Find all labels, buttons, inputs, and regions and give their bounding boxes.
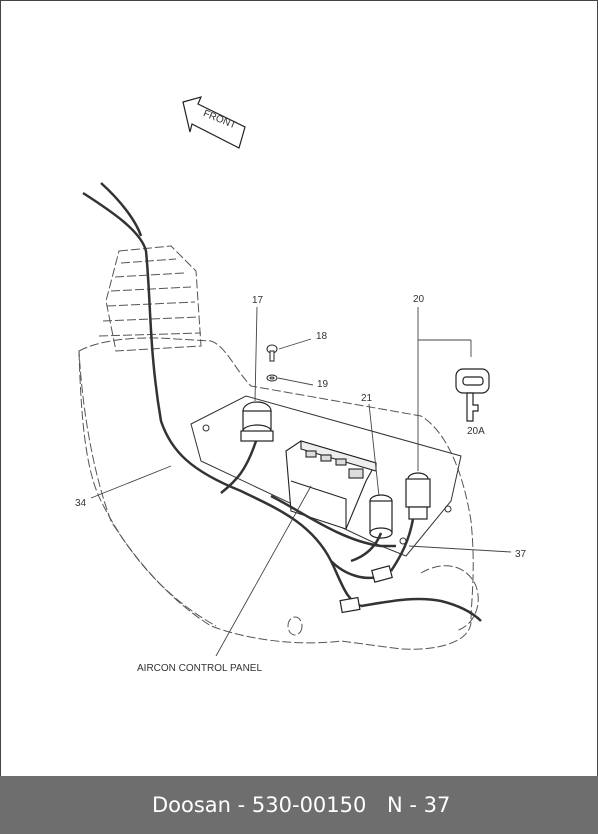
aircon-control-panel xyxy=(285,440,377,530)
footer-part-number: Doosan - 530-00150 xyxy=(152,793,367,817)
starter-switch-20 xyxy=(405,472,431,520)
callout-19: 19 xyxy=(317,379,329,390)
parts-diagram: FRONT xyxy=(75,96,527,674)
callout-37: 37 xyxy=(515,549,527,560)
footer-page-code: N - 37 xyxy=(387,793,451,817)
leader-lines xyxy=(90,306,512,657)
wire-harness-34 xyxy=(82,182,482,622)
console-body xyxy=(78,245,479,650)
washer-19 xyxy=(266,374,278,382)
callout-20a: 20A xyxy=(467,426,485,437)
connectors xyxy=(339,565,393,614)
switch-17 xyxy=(240,401,274,442)
key-20a xyxy=(455,368,490,422)
callout-21: 21 xyxy=(361,393,373,404)
diagram-frame: FRONT xyxy=(0,0,598,777)
callout-17: 17 xyxy=(252,295,264,306)
cigar-lighter-21 xyxy=(369,494,393,539)
callout-20: 20 xyxy=(413,294,425,305)
page-footer: Doosan - 530-00150 N - 37 xyxy=(0,776,598,834)
aircon-control-panel-label: AIRCON CONTROL PANEL xyxy=(137,663,262,674)
callout-34: 34 xyxy=(75,498,87,509)
screw-18 xyxy=(266,344,278,362)
callout-labels: 17 18 19 20 20A 21 34 37 AIRCON CONTROL … xyxy=(75,294,527,674)
mounting-plate xyxy=(190,395,462,557)
callout-18: 18 xyxy=(316,331,328,342)
front-arrow: FRONT xyxy=(182,96,246,149)
